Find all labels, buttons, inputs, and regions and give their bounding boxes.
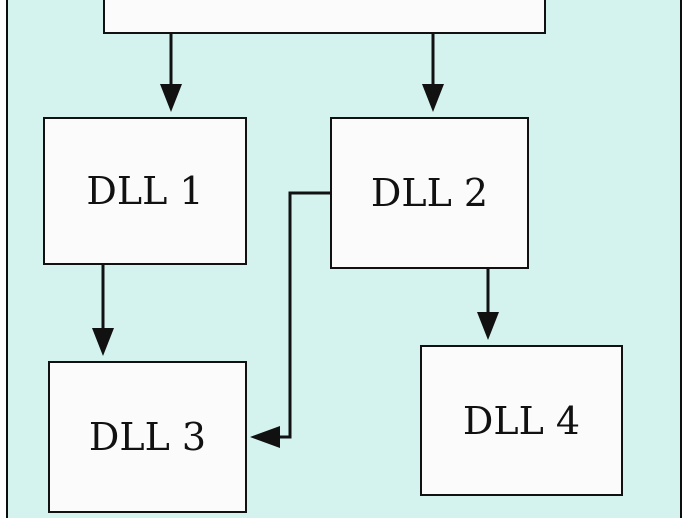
node-dll2-label: DLL 2 (370, 171, 489, 215)
arrowhead-dll4 (477, 312, 499, 340)
arrowhead-dll1 (160, 84, 182, 112)
node-dll4: DLL 4 (420, 345, 623, 496)
node-top (103, 0, 546, 34)
node-dll3: DLL 3 (48, 361, 247, 513)
node-dll2: DLL 2 (330, 117, 529, 269)
left-border-line (6, 0, 8, 518)
left-margin (0, 0, 6, 518)
edge-dll2-to-dll3 (276, 191, 332, 439)
arrowhead-dll3-side (250, 426, 280, 448)
node-dll1-label: DLL 1 (86, 169, 204, 213)
arrowhead-dll2 (422, 84, 444, 112)
node-dll3-label: DLL 3 (88, 415, 207, 459)
arrowhead-dll3-top (92, 328, 114, 356)
node-dll4-label: DLL 4 (462, 398, 581, 443)
node-dll1: DLL 1 (43, 117, 247, 265)
right-margin (682, 0, 690, 518)
right-border-line (680, 0, 682, 518)
